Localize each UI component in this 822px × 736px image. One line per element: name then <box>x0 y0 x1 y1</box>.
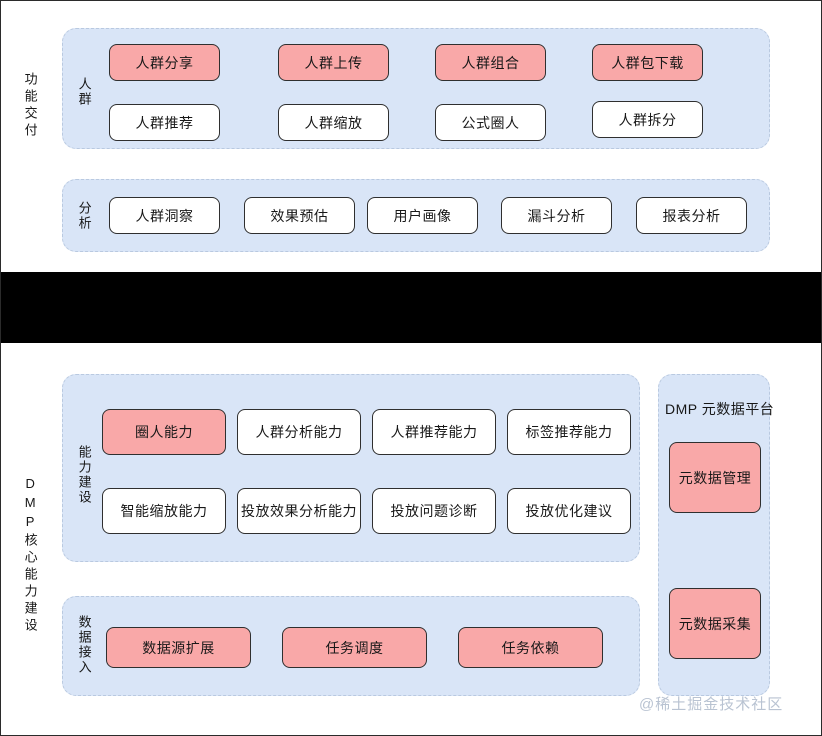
group-label-analysis: 分析 <box>76 201 92 231</box>
separator-band <box>1 272 821 343</box>
node-crowd-recommend[interactable]: 人群推荐 <box>109 104 220 141</box>
node-report-analysis[interactable]: 报表分析 <box>636 197 747 234</box>
group-label-data-ingest: 数据接入 <box>76 615 92 675</box>
node-formula-segmentation[interactable]: 公式圈人 <box>435 104 546 141</box>
node-crowd-package-download[interactable]: 人群包下载 <box>592 44 703 81</box>
node-task-dependency[interactable]: 任务依赖 <box>458 627 603 668</box>
section-label-dmp-core: DMP核心能力建设 <box>22 475 38 635</box>
node-delivery-effect-analysis-capability[interactable]: 投放效果分析能力 <box>237 488 361 534</box>
panel-title-dmp-metadata-platform: DMP 元数据平台 <box>665 401 775 417</box>
watermark: @稀土掘金技术社区 <box>639 696 784 713</box>
node-metadata-management[interactable]: 元数据管理 <box>669 442 761 513</box>
node-delivery-issue-diagnosis[interactable]: 投放问题诊断 <box>372 488 496 534</box>
node-metadata-collection[interactable]: 元数据采集 <box>669 588 761 659</box>
node-crowd-insight[interactable]: 人群洞察 <box>109 197 220 234</box>
section-label-function-delivery: 功能交付 <box>22 72 38 140</box>
node-smart-scale-capability[interactable]: 智能缩放能力 <box>102 488 226 534</box>
node-tag-recommend-capability[interactable]: 标签推荐能力 <box>507 409 631 455</box>
node-crowd-upload[interactable]: 人群上传 <box>278 44 389 81</box>
node-crowd-combine[interactable]: 人群组合 <box>435 44 546 81</box>
group-label-capability: 能力建设 <box>76 445 92 505</box>
node-crowd-share[interactable]: 人群分享 <box>109 44 220 81</box>
node-task-scheduling[interactable]: 任务调度 <box>282 627 427 668</box>
node-datasource-extension[interactable]: 数据源扩展 <box>106 627 251 668</box>
node-effect-forecast[interactable]: 效果预估 <box>244 197 355 234</box>
node-user-profile[interactable]: 用户画像 <box>367 197 478 234</box>
node-segmentation-capability[interactable]: 圈人能力 <box>102 409 226 455</box>
node-delivery-optimization-advice[interactable]: 投放优化建议 <box>507 488 631 534</box>
node-crowd-analysis-capability[interactable]: 人群分析能力 <box>237 409 361 455</box>
node-crowd-split[interactable]: 人群拆分 <box>592 101 703 138</box>
node-crowd-scale[interactable]: 人群缩放 <box>278 104 389 141</box>
node-funnel-analysis[interactable]: 漏斗分析 <box>501 197 612 234</box>
node-crowd-recommend-capability[interactable]: 人群推荐能力 <box>372 409 496 455</box>
group-label-crowd: 人群 <box>76 77 92 107</box>
